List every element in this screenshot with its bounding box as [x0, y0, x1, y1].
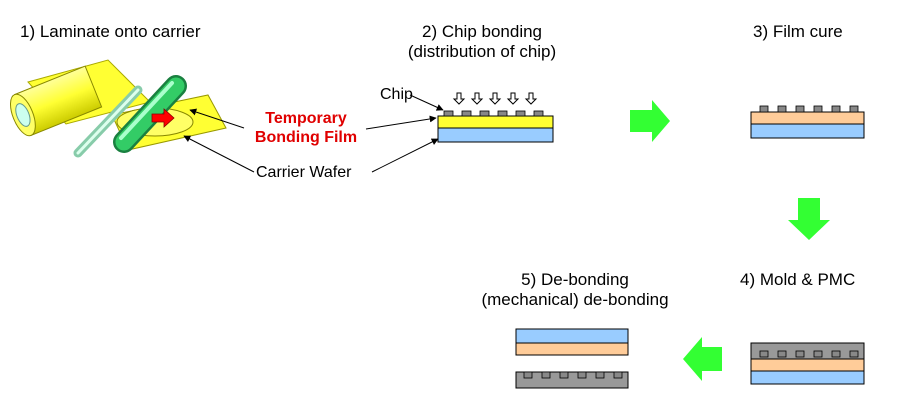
wafer-callout-line [183, 135, 255, 173]
film-line1: Temporary [265, 110, 347, 127]
step4-title: 4) Mold & PMC [740, 270, 856, 289]
step5-line1: 5) De-bonding [521, 270, 629, 289]
step5-chips [523, 371, 623, 379]
step3-carrier [750, 123, 865, 139]
step3-title: 3) Film cure [753, 22, 843, 41]
step2-carrier [437, 127, 554, 143]
film-callout-line [189, 108, 245, 129]
step4-stack [750, 342, 865, 385]
film-callout-label: Temporary Bonding Film [246, 109, 366, 147]
film-callout-line-2 [365, 115, 437, 130]
step5-title: 5) De-bonding (mechanical) de-bonding [455, 270, 695, 311]
arrow-step3-to-4 [788, 198, 830, 240]
red-direction-arrow [151, 108, 175, 128]
film-line2: Bonding Film [254, 129, 358, 147]
step4-adhesive [750, 358, 865, 372]
step5-mold [515, 371, 629, 389]
arrow-step4-to-5 [683, 337, 722, 381]
step5-carrier [515, 328, 629, 344]
film-roll [10, 65, 103, 137]
step5-molded-part [515, 371, 629, 389]
step2-stack [437, 92, 554, 143]
step3-adhesive [750, 111, 865, 125]
chip-callout-line [409, 94, 444, 111]
step1-title: 1) Laminate onto carrier [20, 22, 201, 41]
step3-stack [750, 105, 865, 139]
step2-line2: (distribution of chip) [407, 42, 557, 62]
arrow-step2-to-3 [630, 100, 670, 142]
step2-line1: 2) Chip bonding [421, 22, 543, 41]
laminator-illustration [10, 59, 227, 158]
step3-chips [759, 105, 859, 113]
step2-title: 2) Chip bonding (distribution of chip) [382, 22, 582, 63]
wafer-callout-line-2 [371, 138, 439, 173]
step2-film [437, 115, 554, 129]
wafer-callout-label: Carrier Wafer [256, 164, 352, 181]
step5-line2: (mechanical) de-bonding [481, 290, 669, 310]
placement-arrows [452, 92, 538, 105]
step5-carrier-part [515, 328, 629, 356]
step4-chips [759, 350, 859, 358]
step5-adhesive [515, 342, 629, 356]
chip-callout-label: Chip [380, 86, 413, 103]
step2-chips [443, 110, 544, 117]
step4-carrier [750, 370, 865, 385]
